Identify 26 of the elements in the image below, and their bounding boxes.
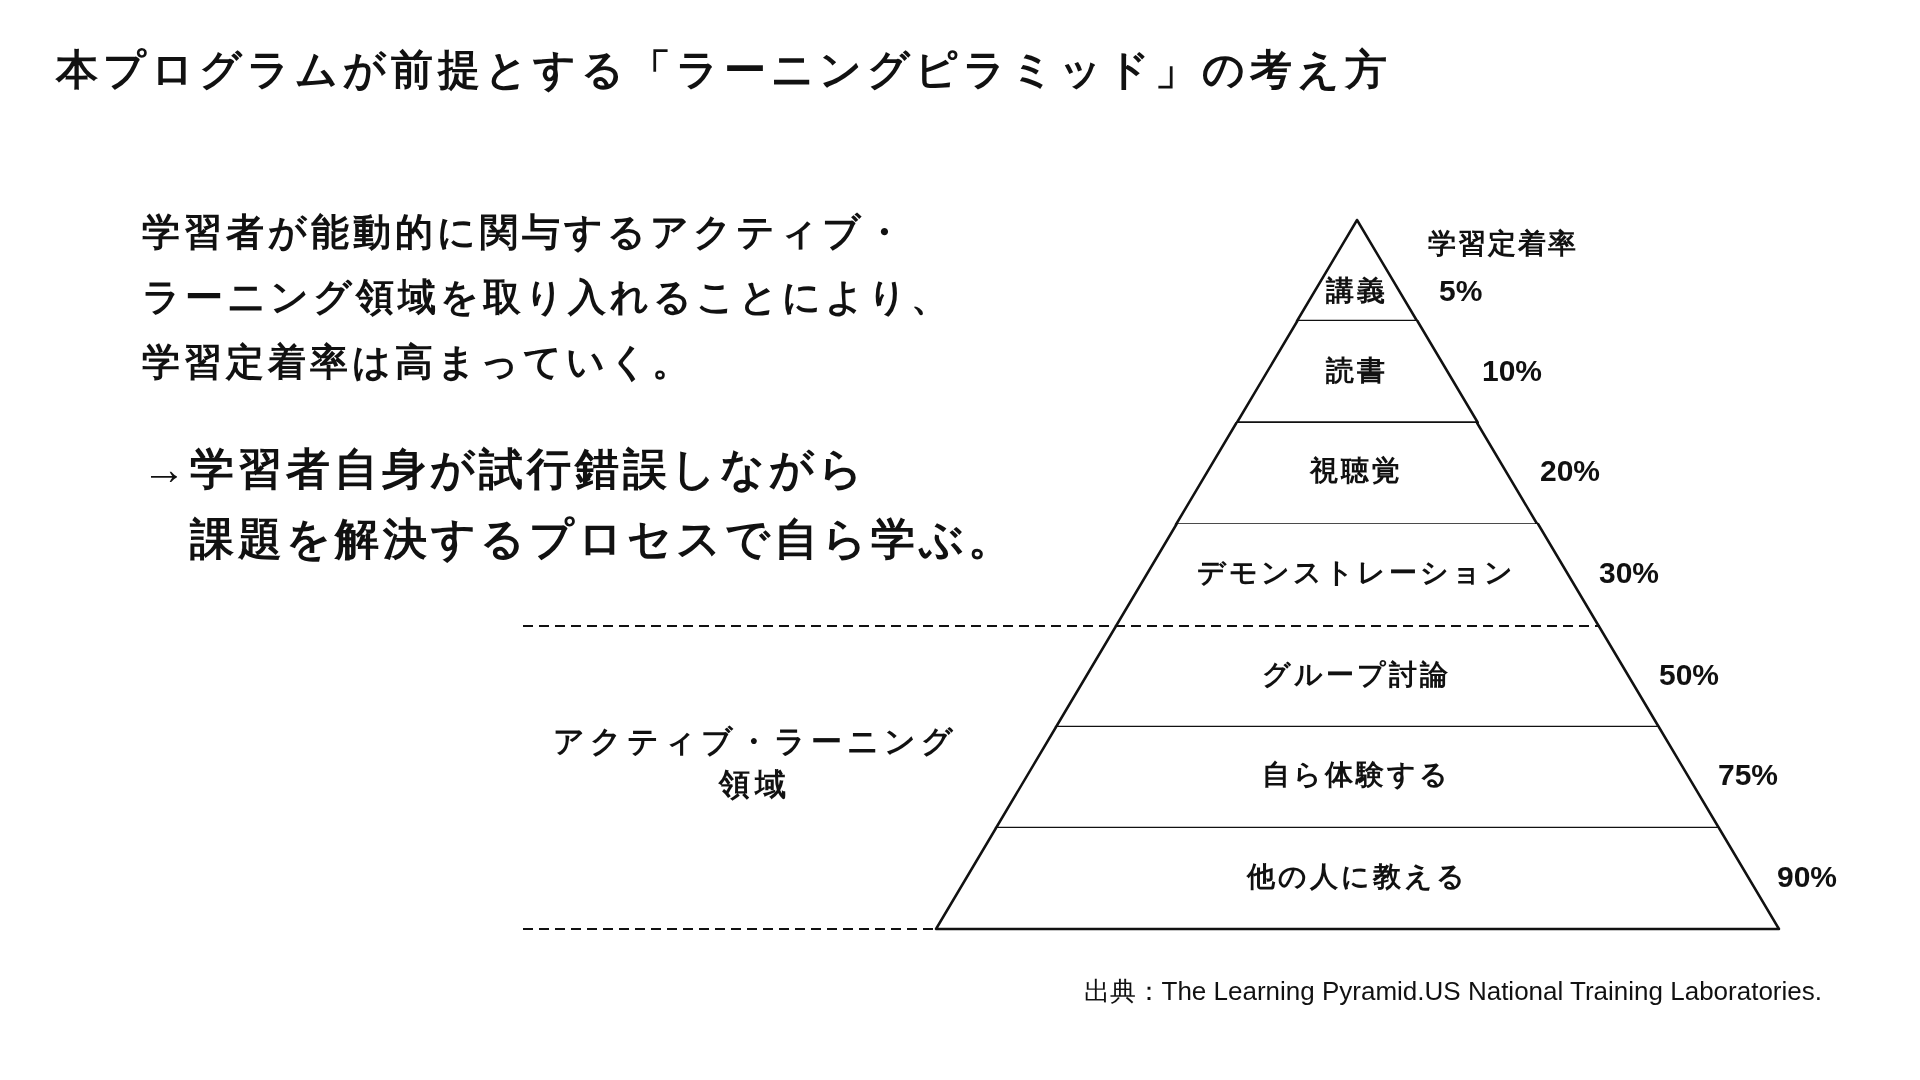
title: 本プログラムが前提とする「ラーニングピラミッド」の考え方 — [56, 44, 1392, 95]
pyramid-layer — [1174, 420, 1540, 526]
pyramid-layer — [1234, 319, 1480, 425]
source-note: 出典：The Learning Pyramid.US National Training Laboratories. — [1083, 976, 1822, 1008]
pyramid-layer — [993, 725, 1721, 830]
region-label: アクティブ・ラーニング領域 — [551, 723, 959, 804]
pyramid-layer — [1294, 218, 1420, 323]
conclusion-text: →学習者自身が試行錯誤しながら課題を解決するプロセスで自ら学ぶ。 — [142, 443, 1017, 565]
layer-label: 読書 — [1326, 354, 1388, 388]
retention-rate-label: 10% — [1482, 353, 1543, 389]
description-text: 学習者が能動的に関与するアクティブ・ラーニング領域を取り入れることにより、学習定着率は高まっていく。 — [142, 210, 954, 385]
retention-rate-label: 5% — [1439, 273, 1483, 309]
layer-label: グループ討論 — [1262, 658, 1452, 692]
layer-label: 視聴覚 — [1310, 454, 1404, 488]
layer-label: 自ら体験する — [1262, 758, 1452, 792]
column-heading: 学習定着率 — [1428, 227, 1578, 261]
layer-label: 他の人に教える — [1246, 860, 1468, 894]
layer-label: 講義 — [1326, 274, 1388, 308]
pyramid-layer — [1113, 522, 1601, 628]
retention-rate-label: 20% — [1540, 453, 1601, 489]
retention-rate-label: 30% — [1599, 555, 1660, 591]
pyramid-layer — [1053, 624, 1661, 729]
layer-label: デモンストレーション — [1197, 556, 1517, 590]
retention-rate-label: 90% — [1777, 859, 1838, 895]
retention-rate-label: 50% — [1659, 657, 1720, 693]
retention-rate-label: 75% — [1718, 757, 1779, 793]
